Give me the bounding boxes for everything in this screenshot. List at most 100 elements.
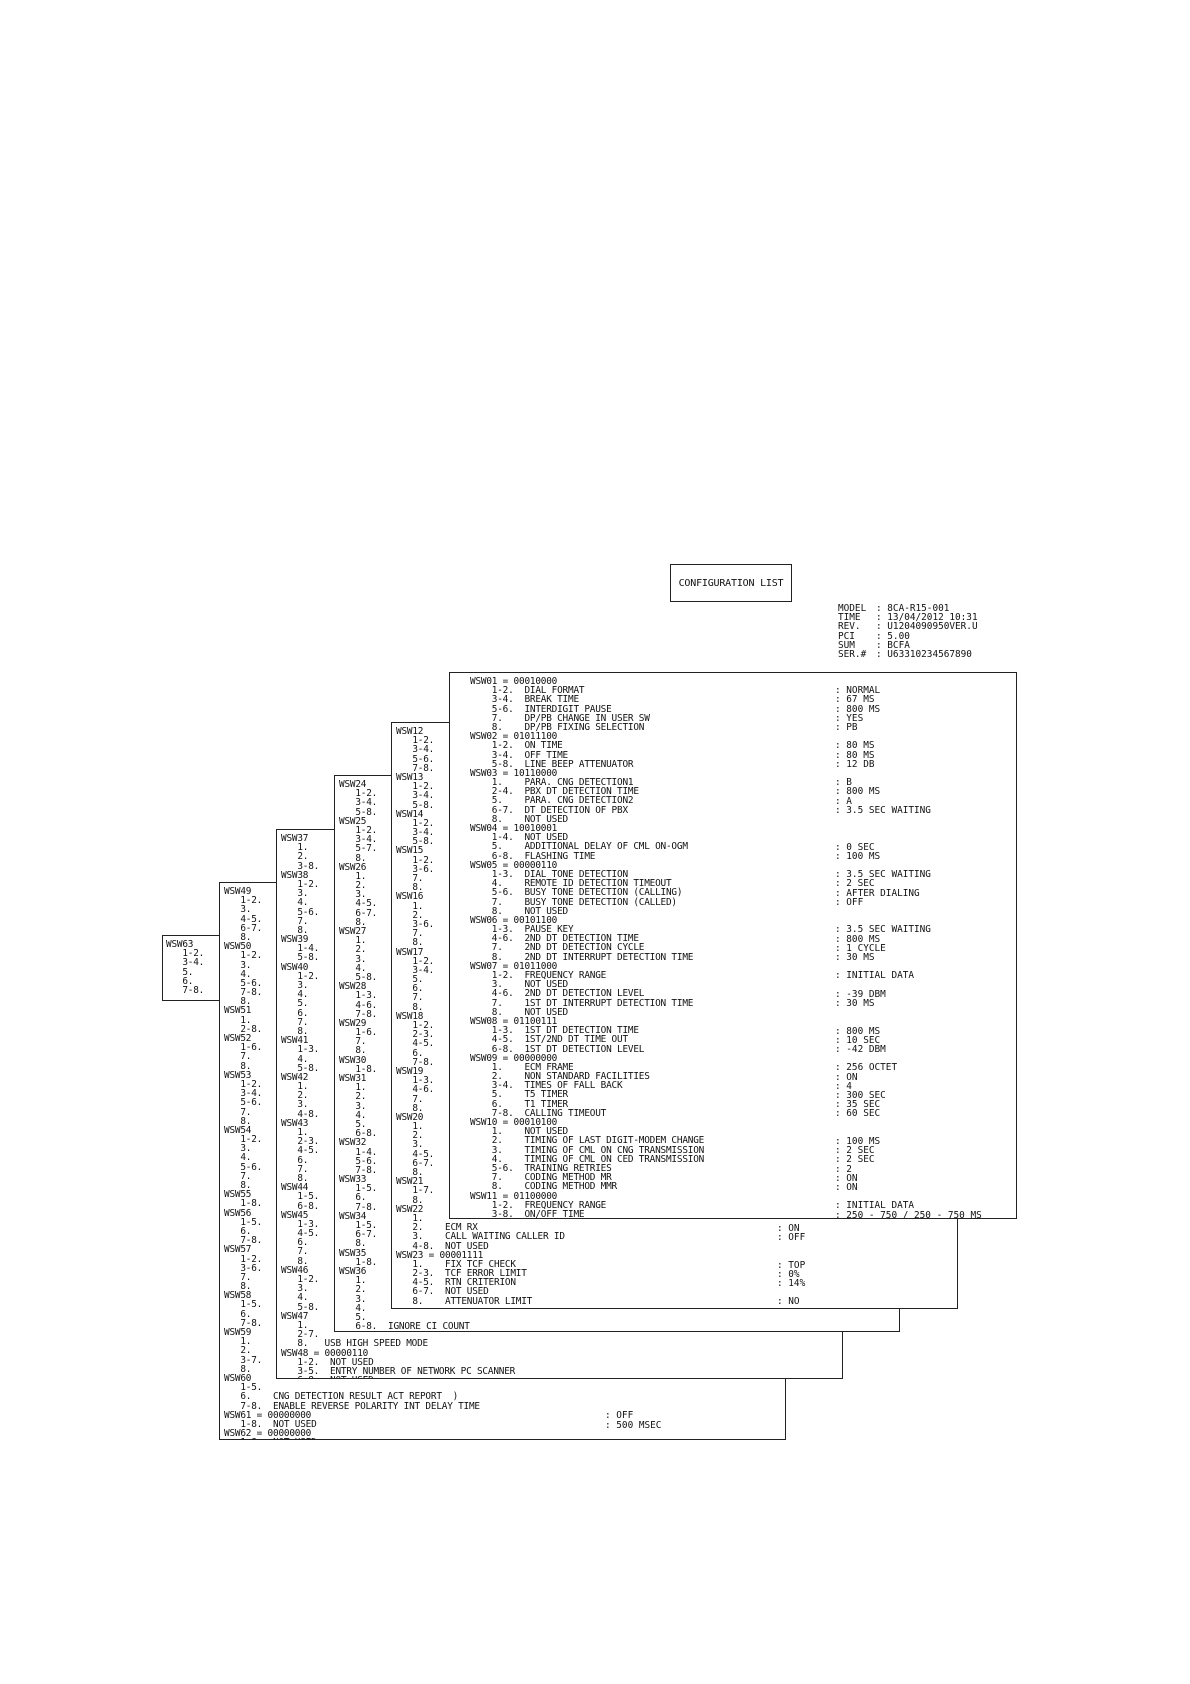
config-line: 4. — [339, 1302, 367, 1314]
config-line: 7-8. — [339, 1201, 378, 1213]
config-line: 4. — [339, 962, 367, 974]
configuration-list-title: CONFIGURATION LIST — [670, 564, 792, 602]
config-line: 8. — [339, 852, 367, 864]
config-line: 1-3. 1ST DT DETECTION TIME — [470, 1025, 639, 1037]
config-line: 3. — [224, 1143, 252, 1155]
config-line: 5. — [339, 1118, 367, 1130]
config-line: 3-4. — [396, 964, 435, 976]
config-line: 1-2. — [396, 955, 435, 967]
config-line: 1. PARA. CNG DETECTION1 — [470, 777, 634, 789]
config-line: 7. — [224, 1106, 252, 1118]
config-line: WSW43 — [281, 1117, 309, 1129]
config-line: 5-6. — [339, 1155, 378, 1167]
config-line: 8. — [224, 1060, 252, 1072]
config-value: : 800 MS — [835, 703, 881, 715]
sheet-wsw63: WSW63 1-2. 3-4. 5. 6. 7-8. — [162, 935, 224, 1001]
header-value: : BCFA — [876, 639, 910, 651]
config-line: 8. — [224, 996, 252, 1008]
config-line: 8. — [396, 1194, 424, 1206]
config-line: 8. — [224, 1363, 252, 1375]
config-line: 7. — [396, 873, 424, 884]
config-line: WSW21 — [396, 1176, 424, 1188]
config-line: 7. 2ND DT DETECTION CYCLE — [470, 942, 645, 954]
config-line: WSW32 — [339, 1137, 367, 1149]
config-line: WSW62 = 00000000 — [224, 1428, 312, 1440]
config-line: 8. — [396, 1167, 424, 1178]
config-line: 5-6. INTERDIGIT PAUSE — [470, 703, 612, 715]
config-line: 8. DP/PB FIXING SELECTION — [470, 721, 645, 733]
config-line: 8. — [396, 1001, 424, 1013]
config-line: 1-2. — [224, 950, 263, 962]
config-line: 1. — [281, 1081, 309, 1093]
header-label: TIME — [838, 612, 861, 624]
config-line: 5-8. LINE BEEP ATTENUATOR — [470, 758, 634, 770]
config-line: 8. — [396, 1102, 424, 1114]
config-line: 5-8. — [339, 971, 378, 983]
config-value: : 60 SEC — [835, 1108, 881, 1120]
config-line: 2. — [339, 944, 367, 956]
config-line: 1-5. — [224, 1216, 263, 1228]
config-line: 8. — [281, 1255, 309, 1267]
config-line: 3-6. — [396, 918, 435, 930]
config-value: : 2 SEC — [835, 1145, 875, 1157]
config-line: 7-8. — [396, 762, 435, 774]
config-value: : 30 MS — [835, 952, 875, 963]
config-line: 8. — [224, 1281, 252, 1293]
config-line: 7. — [396, 928, 424, 940]
config-line: 8. — [396, 937, 424, 949]
config-line: 1. ECM FRAME — [470, 1061, 574, 1073]
config-line: WSW25 — [339, 815, 367, 827]
config-line: 1-5. — [281, 1191, 320, 1203]
config-line: WSW56 — [224, 1207, 252, 1219]
config-line: WSW20 — [396, 1111, 424, 1123]
config-line: WSW23 = 00001111 — [396, 1249, 484, 1261]
config-line: WSW08 = 01100111 — [470, 1015, 558, 1027]
config-line: WSW50 — [224, 941, 252, 953]
config-line: 1-2. — [396, 781, 435, 793]
config-line: 1. — [224, 1014, 252, 1026]
config-line: 6. — [396, 983, 424, 995]
config-line: 4-5. — [281, 1145, 320, 1157]
config-line: 1. NOT USED — [470, 1126, 568, 1138]
config-line: 7. — [396, 992, 424, 1004]
config-line: 7. BUSY TONE DETECTION (CALLED) — [470, 896, 677, 908]
config-line: 2-3. — [281, 1136, 320, 1148]
config-line: 1-4. NOT USED — [470, 832, 568, 844]
config-line: 5-6. TRAINING RETRIES — [470, 1162, 612, 1174]
config-line: 5. T5 TIMER — [470, 1089, 568, 1101]
config-line: WSW54 — [224, 1124, 252, 1136]
header-row: SUM: BCFA — [838, 639, 1008, 651]
config-line: 6-8. — [281, 1200, 320, 1212]
config-line: 6-8. NOT USED — [281, 1376, 515, 1378]
config-line: 1. — [339, 935, 367, 947]
config-line: 2. — [396, 1130, 424, 1142]
config-line: 1-2. — [339, 788, 378, 800]
config-line: 1. — [339, 1082, 367, 1094]
config-line: 2. — [281, 1090, 309, 1102]
config-line: 3. NOT USED — [470, 979, 568, 991]
config-line: 4-5. — [396, 1038, 435, 1050]
config-value: : 100 MS — [835, 1136, 881, 1147]
config-line: 4-5. RTN CRITERION — [396, 1277, 516, 1289]
header-row: MODEL: 8CA-R15-001 — [838, 603, 1008, 614]
config-line: 1-4. — [339, 1146, 378, 1158]
config-line: 8. USB HIGH SPEED MODE — [281, 1338, 428, 1350]
config-line: 4-8. NOT USED — [396, 1240, 489, 1252]
config-line: 5-8. — [281, 952, 320, 964]
config-line: 1-8. — [224, 1198, 263, 1210]
header-value: : 8CA-R15-001 — [876, 603, 950, 614]
config-value: : 80 MS — [835, 740, 875, 752]
config-line: WSW11 = 01100000 — [470, 1190, 558, 1202]
config-value: : 2 SEC — [835, 878, 875, 890]
config-line: WSW52 — [224, 1033, 252, 1044]
config-line: 1-2. — [224, 1078, 263, 1090]
config-value: : 800 MS — [835, 1025, 881, 1037]
config-line: WSW10 = 00010100 — [470, 1117, 558, 1128]
config-line: 7. — [281, 1246, 309, 1258]
config-line: 4. TIMING OF CML ON CED TRANSMISSION — [470, 1153, 705, 1165]
config-line: 2-3. TCF ERROR LIMIT — [396, 1268, 527, 1280]
config-line: 7. CODING METHOD MR — [470, 1172, 612, 1184]
config-line: 6-7. NOT USED — [396, 1286, 489, 1298]
config-value: : -39 DBM — [835, 988, 886, 1000]
config-line: 1-2. — [281, 970, 320, 982]
